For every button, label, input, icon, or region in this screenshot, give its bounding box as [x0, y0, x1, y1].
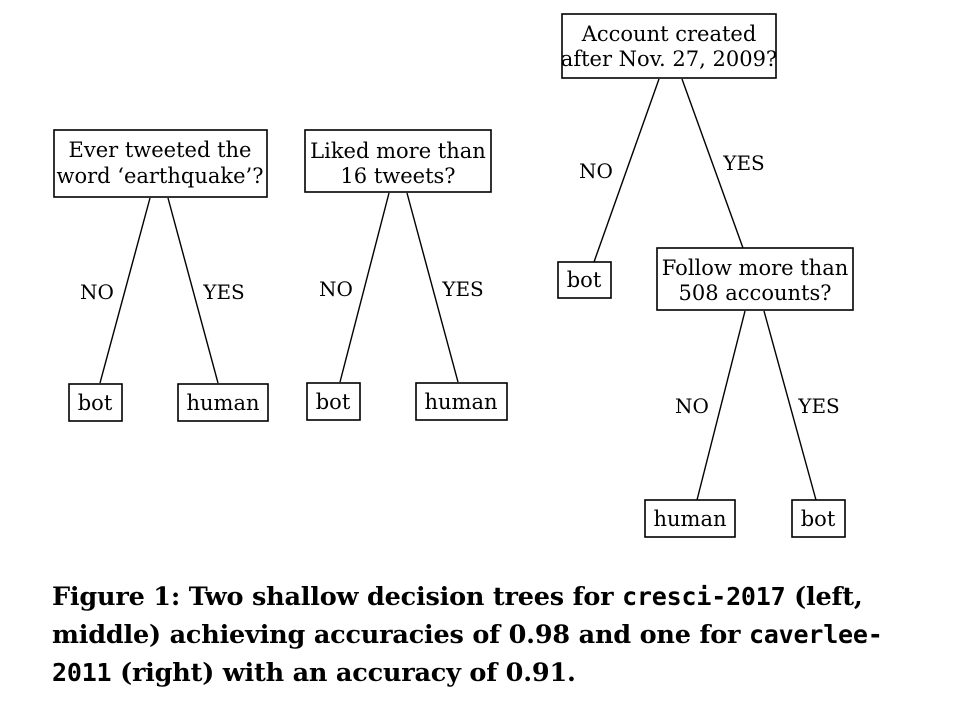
right-no-label: NO [579, 159, 613, 183]
middle-yes-label: YES [441, 277, 484, 301]
left-no-leaf [68, 383, 123, 422]
middle-edge-yes [406, 192, 459, 383]
figure-caption: Figure 1: Two shallow decision trees for… [52, 578, 932, 692]
right-question-node [561, 13, 777, 79]
caption-part-3: (right) with an accuracy of 0.91. [111, 658, 576, 688]
middle-tree: Liked more than 16 tweets? NO YES bot hu… [304, 129, 508, 421]
left-question-line-2: word ‘earthquake’? [57, 164, 264, 188]
right-sub-yes-label: YES [797, 394, 840, 418]
left-question-node [53, 129, 268, 198]
right-sub-no-leaf-text: human [653, 507, 726, 531]
right-edge-yes [681, 78, 744, 249]
right-yes-label: YES [722, 151, 765, 175]
middle-no-leaf [306, 382, 361, 421]
middle-no-label: NO [319, 277, 353, 301]
left-no-label: NO [80, 280, 114, 304]
right-sub-edge-yes [763, 310, 817, 501]
right-sub-yes-leaf-text: bot [801, 507, 836, 531]
right-question-line-1: Account created [581, 22, 757, 46]
caption-dataset-2: caverlee-2011 [52, 620, 883, 687]
right-sub-no-leaf [644, 499, 736, 538]
caption-dataset-1: cresci-2017 [622, 582, 786, 611]
left-no-leaf-text: bot [78, 391, 113, 415]
left-question-line-1: Ever tweeted the [69, 138, 252, 162]
right-sub-question-node [656, 247, 854, 311]
middle-question-line-1: Liked more than [310, 139, 486, 163]
left-yes-leaf-text: human [186, 391, 259, 415]
right-sub-no-label: NO [675, 394, 709, 418]
middle-edge-no [339, 192, 390, 383]
right-no-leaf [557, 261, 612, 299]
right-edge-no [593, 78, 660, 263]
left-tree: Ever tweeted the word ‘earthquake’? NO Y… [53, 129, 269, 422]
middle-question-node [304, 129, 492, 193]
left-yes-label: YES [202, 280, 245, 304]
middle-yes-leaf-text: human [424, 390, 497, 414]
middle-no-leaf-text: bot [316, 390, 351, 414]
caption-part-1: Figure 1: Two shallow decision trees for [52, 582, 623, 612]
right-sub-yes-leaf [791, 499, 846, 538]
caption-part-2: (left, middle) achieving accuracies of 0… [52, 582, 863, 650]
right-tree: Account created after Nov. 27, 2009? NO … [557, 13, 854, 538]
middle-yes-leaf [415, 382, 508, 421]
right-no-leaf-text: bot [567, 268, 602, 292]
right-sub-edge-no [696, 310, 746, 501]
right-sub-question-line-1: Follow more than [662, 256, 849, 280]
left-yes-leaf [177, 383, 269, 422]
left-edge-yes [167, 197, 219, 384]
middle-question-line-2: 16 tweets? [340, 164, 455, 188]
left-edge-no [99, 197, 151, 384]
right-question-line-2: after Nov. 27, 2009? [561, 47, 777, 71]
right-sub-question-line-2: 508 accounts? [679, 281, 832, 305]
